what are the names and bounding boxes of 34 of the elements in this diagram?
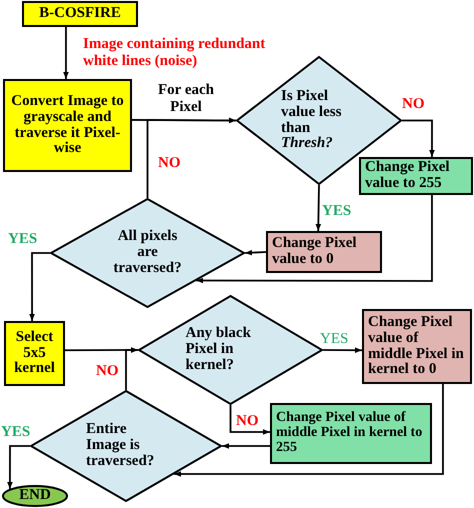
- arrow: [316, 184, 322, 232]
- node-text: Change Pixel value to 0: [271, 236, 358, 268]
- process-box: [3, 79, 132, 172]
- arrow: [174, 384, 444, 477]
- arrow: [244, 250, 266, 256]
- arrow: [323, 347, 362, 353]
- edge-label: For each Pixel: [157, 82, 215, 115]
- arrow: [29, 252, 50, 321]
- node-text: B-COSFIRE: [38, 6, 122, 22]
- node-text: Is Pixel value less than Thresh?: [281, 89, 342, 152]
- node-text: Entire Image is traversed?: [86, 422, 156, 470]
- node-text: END: [19, 488, 51, 504]
- arrow: [196, 195, 433, 284]
- node-text: All pixels are traversed?: [112, 229, 183, 277]
- arrow: [7, 445, 30, 489]
- arrow: [402, 120, 435, 157]
- process-box: [266, 231, 382, 273]
- arrow: [146, 118, 236, 198]
- arrow: [230, 405, 270, 435]
- process-box: [4, 321, 65, 386]
- node-text: Select 5x5 kernel: [13, 330, 56, 378]
- node-text: Any black Pixel in kernel?: [186, 326, 252, 374]
- node-text: Change Pixel value of middle Pixel in kernel to 0: [367, 315, 465, 378]
- start-box: [22, 1, 138, 27]
- edge-label: Image containing redundant white lines (noise): [83, 36, 266, 69]
- process-box: [359, 157, 473, 195]
- arrow: [63, 27, 69, 79]
- node-text: Convert Image to grayscale and traverse it Pixel-wise: [10, 94, 125, 157]
- process-box: [362, 309, 472, 384]
- process-box: [270, 403, 432, 464]
- arrow: [125, 347, 138, 390]
- node-text: Change Pixel value of middle Pixel in kernel to 255: [275, 411, 424, 456]
- node-text: Change Pixel value to 255: [364, 160, 451, 192]
- arrow: [222, 443, 270, 449]
